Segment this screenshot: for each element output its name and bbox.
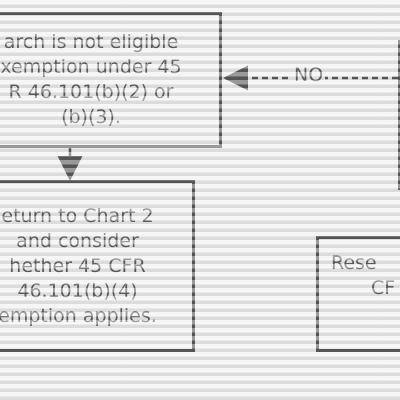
return-chart-line: eturn to Chart 2 <box>1 204 154 227</box>
research-partial-text: Rese CF <box>319 239 395 301</box>
not-eligible-line: R 46.101(b)(2) or <box>8 81 174 103</box>
research-partial-box: Rese CF <box>316 236 400 352</box>
research-partial-line: Rese <box>331 252 377 274</box>
not-eligible-line: arch is not eligible <box>3 31 179 53</box>
not-eligible-box: arch is not eligible xemption under 45 R… <box>0 12 222 148</box>
return-chart-line: and consider <box>16 229 139 252</box>
not-eligible-line: (b)(3). <box>61 106 121 128</box>
not-eligible-text: arch is not eligible xemption under 45 R… <box>0 30 181 130</box>
return-chart-text: eturn to Chart 2 and consider hether 45 … <box>0 204 157 329</box>
no-connector-label: NO <box>292 64 326 86</box>
return-chart-box: eturn to Chart 2 and consider hether 45 … <box>0 180 195 352</box>
return-chart-line: 46.101(b)(4) <box>17 279 138 302</box>
return-chart-line: hether 45 CFR <box>9 254 146 277</box>
return-chart-line: emption applies. <box>0 304 157 327</box>
not-eligible-line: xemption under 45 <box>0 56 182 78</box>
research-partial-line: CF <box>371 277 396 299</box>
